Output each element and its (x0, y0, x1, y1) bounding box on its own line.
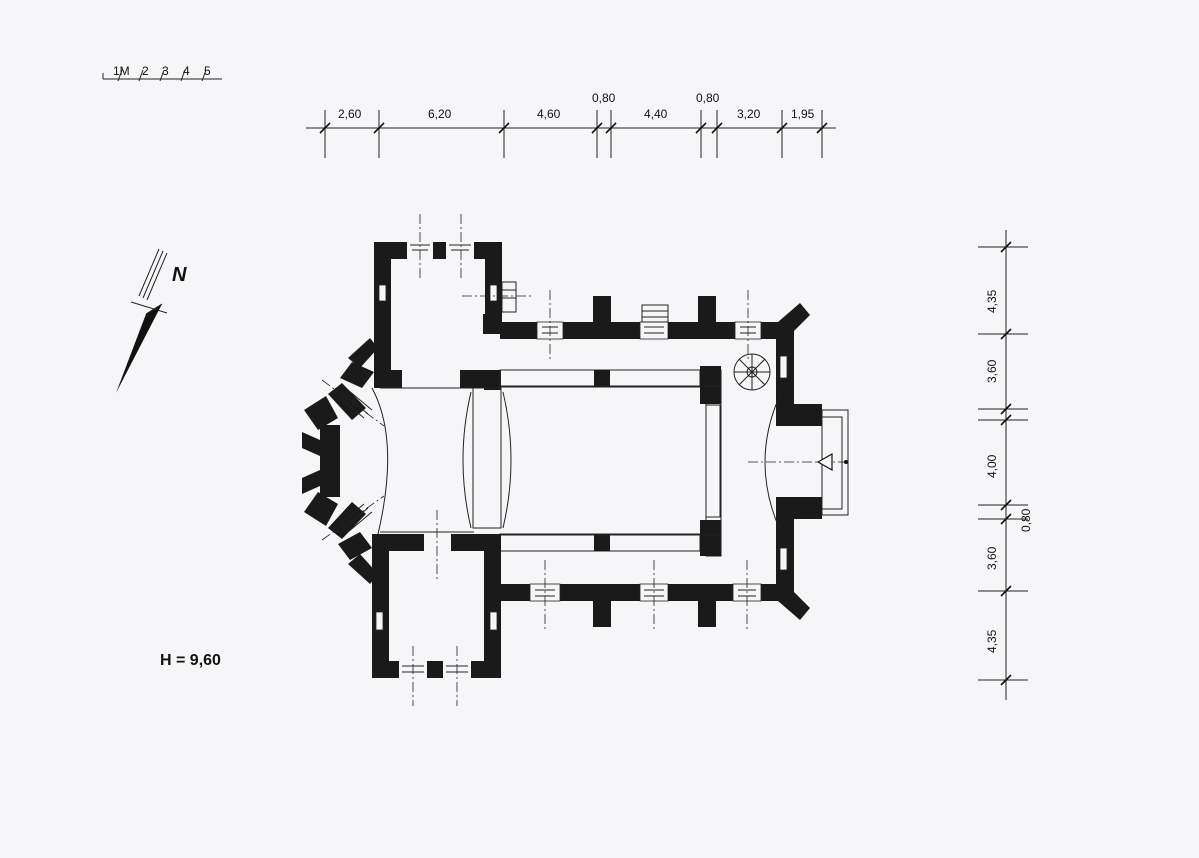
height-note: H = 9,60 (160, 652, 221, 669)
top-dim-8: 1,95 (791, 107, 815, 121)
right-dim-1: 4,35 (985, 289, 999, 313)
west-tower (748, 303, 849, 620)
north-chapel (374, 214, 532, 388)
top-dim-1: 2,60 (338, 107, 362, 121)
top-dim-2: 6,20 (428, 107, 452, 121)
north-label: N (172, 264, 187, 286)
north-arrow-icon (116, 304, 162, 393)
scale-label-5: 5 (204, 64, 211, 78)
apse (302, 338, 474, 584)
right-dimension-chain: 4,35 3,60 4,00 0,80 3,60 4,35 (978, 230, 1033, 700)
top-dim-7: 3,20 (737, 107, 761, 121)
right-dim-6: 4,35 (985, 629, 999, 653)
scale-label-2: 2 (142, 64, 149, 78)
south-chapel (372, 510, 501, 706)
top-dim-5: 4,40 (644, 107, 668, 121)
north-arrow: N (116, 248, 187, 393)
top-dim-3: 4,60 (537, 107, 561, 121)
right-dim-3: 4,00 (985, 454, 999, 478)
nave (462, 290, 786, 630)
church-plan (302, 214, 849, 706)
scale-label-1: 1M (113, 64, 130, 78)
top-dim-6: 0,80 (696, 91, 720, 105)
top-dimension-chain: 2,60 6,20 4,60 0,80 4,40 0,80 3,20 1,95 (306, 91, 836, 158)
top-dim-4: 0,80 (592, 91, 616, 105)
scale-label-3: 3 (162, 64, 169, 78)
right-dim-4: 0,80 (1019, 508, 1033, 532)
scale-label-4: 4 (183, 64, 190, 78)
right-dim-2: 3,60 (985, 359, 999, 383)
right-dim-5: 3,60 (985, 546, 999, 570)
scale-bar: 1M 2 3 4 5 (102, 64, 222, 82)
